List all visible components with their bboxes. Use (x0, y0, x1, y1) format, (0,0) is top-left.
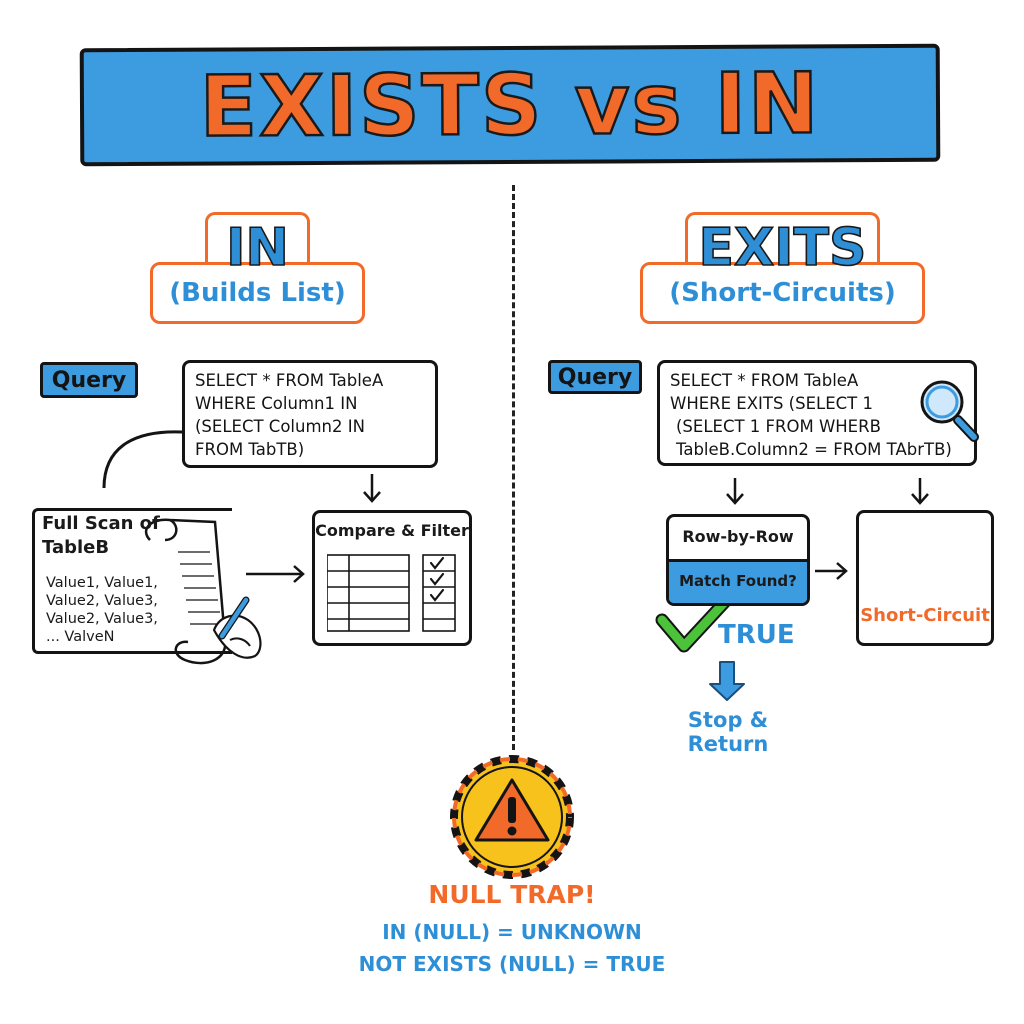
row-by-row-box: Row-by-Row Match Found? (666, 514, 810, 606)
short-circuit-label: Short-Circuit (860, 605, 990, 626)
left-subheading: (Builds List) (169, 278, 346, 308)
arrow-right-left-icon (246, 565, 305, 583)
match-found-label: Match Found? (679, 572, 797, 590)
right-query-tag: Query (548, 360, 642, 394)
checkmark-icon (655, 585, 741, 653)
compare-table (327, 554, 456, 632)
scan-value-line: Value1, Value1, (46, 575, 158, 591)
compare-filter-box: Compare & Filter (312, 510, 472, 646)
compare-filter-label: Compare & Filter (315, 521, 469, 540)
arrow-right-match-icon (815, 562, 848, 580)
arrow-down-short-icon (911, 478, 929, 505)
stop-return-label: Stop & Return (687, 708, 769, 756)
magnifier-icon (920, 380, 979, 442)
scan-title-line: Full Scan of (42, 513, 160, 534)
short-circuit-box: Short-Circuit (856, 510, 994, 646)
center-divider (512, 185, 515, 750)
arrow-down-left-icon (363, 474, 381, 503)
left-code-line: WHERE Column1 IN (195, 394, 358, 413)
null-trap-line: IN (NULL) = UNKNOWN (382, 920, 642, 944)
row-by-row-label: Row-by-Row (682, 527, 794, 546)
warning-icon (450, 755, 574, 879)
check-small-icon (429, 556, 445, 602)
full-scan-box: Full Scan of TableB Value1, Value1, Valu… (32, 508, 182, 656)
left-code-line: (SELECT Column2 IN (195, 417, 365, 436)
right-code-line: (SELECT 1 FROM WHERB (676, 417, 881, 436)
right-code-line: SELECT * FROM TableA (670, 371, 859, 390)
scan-value-line: Value2, Value3, (46, 593, 158, 609)
pen-hand-icon (212, 596, 262, 659)
right-code-line: WHERE EXITS (SELECT 1 (670, 394, 873, 413)
left-heading: IN (225, 218, 289, 278)
right-subheading: (Short-Circuits) (669, 278, 896, 308)
null-trap-title: NULL TRAP! (428, 880, 596, 909)
true-label: TRUE (718, 620, 795, 650)
scan-value-line: Value2, Value3, (46, 611, 158, 627)
left-query-tag: Query (40, 362, 138, 398)
match-band-lower (669, 592, 807, 603)
right-heading-frame (640, 262, 925, 324)
left-heading-group: IN (Builds List) (150, 212, 365, 324)
right-code-line: TableB.Column2 = FROM TAbrTB) (676, 440, 952, 459)
scan-title-line: TableB (42, 537, 110, 558)
left-code-line: FROM TabTB) (195, 440, 305, 459)
null-trap-line: NOT EXISTS (NULL) = TRUE (358, 952, 666, 976)
scan-value-line: ... ValveN (46, 629, 115, 645)
right-heading-group: EXITS (Short-Circuits) (640, 212, 925, 324)
right-heading: EXITS (698, 218, 867, 278)
arrow-down-blue-icon (709, 661, 745, 701)
query-to-scan-connector (102, 430, 183, 489)
left-code-box: SELECT * FROM TableA WHERE Column1 IN (S… (182, 360, 438, 468)
arrow-down-row-icon (726, 478, 744, 505)
left-heading-frame (150, 262, 365, 324)
left-code-line: SELECT * FROM TableA (195, 371, 384, 390)
scroll-icon (144, 518, 227, 665)
match-found-band: Match Found? (669, 559, 807, 603)
